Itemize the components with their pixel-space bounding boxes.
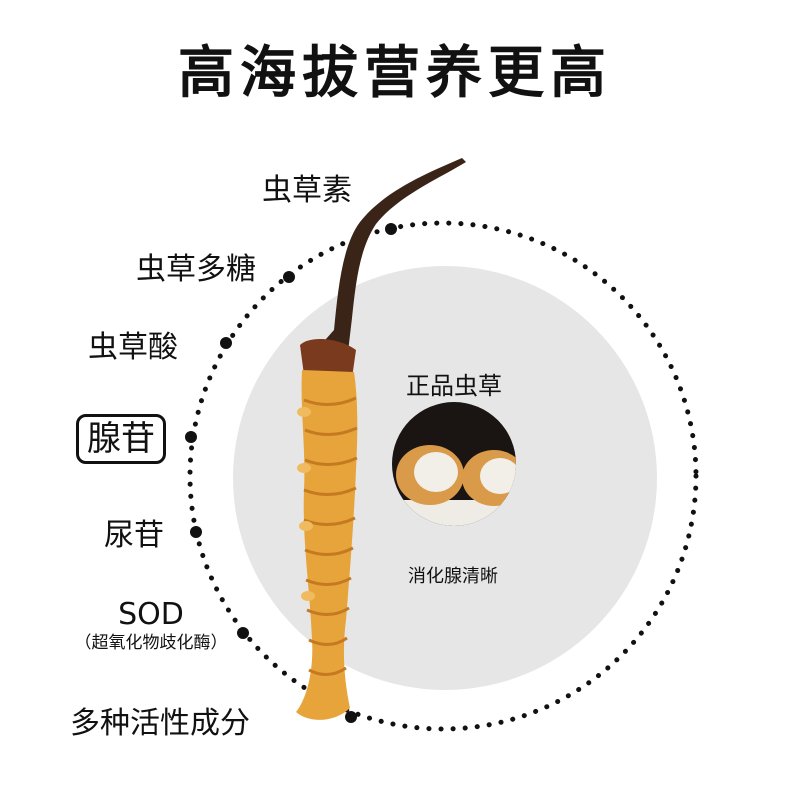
label-cordycepin: 虫草素 bbox=[262, 173, 352, 208]
marker-dot-2 bbox=[283, 271, 295, 283]
dotted-orbit bbox=[187, 220, 699, 732]
label-sod: SOD bbox=[118, 597, 184, 632]
label-cordycepic-acid: 虫草酸 bbox=[88, 330, 178, 365]
marker-dot-1 bbox=[385, 223, 397, 235]
label-sod-sub: （超氧化物歧化酶） bbox=[74, 633, 228, 653]
marker-dot-7 bbox=[345, 711, 357, 723]
label-active-ingredients: 多种活性成分 bbox=[70, 706, 250, 741]
marker-dot-5 bbox=[190, 526, 202, 538]
marker-dot-4 bbox=[185, 431, 197, 443]
label-sod-group: SOD （超氧化物歧化酶） bbox=[56, 598, 246, 654]
cordyceps-illustration bbox=[296, 158, 466, 720]
page-title: 高海拔营养更高 bbox=[178, 40, 612, 106]
center-heading: 正品虫草 bbox=[406, 372, 502, 400]
label-polysaccharide: 虫草多糖 bbox=[136, 252, 256, 287]
marker-dot-3 bbox=[220, 337, 232, 349]
label-uridine: 尿苷 bbox=[104, 518, 164, 553]
label-adenosine: 腺苷 bbox=[76, 414, 166, 464]
marker-dot-6 bbox=[237, 627, 249, 639]
center-caption: 消化腺清晰 bbox=[408, 566, 498, 587]
